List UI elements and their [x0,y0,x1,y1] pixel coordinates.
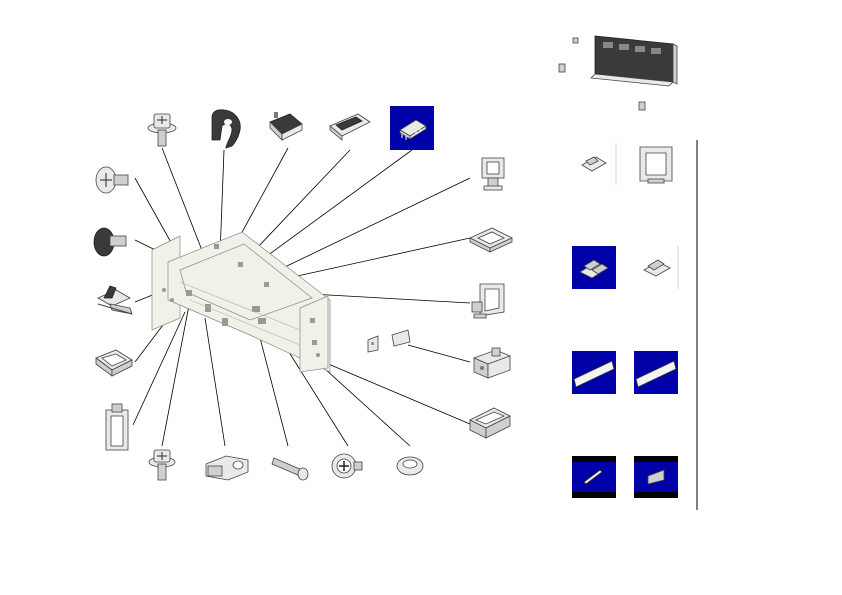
central-assembly[interactable] [151,231,331,373]
palette-frame-holder-icon[interactable] [634,143,678,185]
terminal-strip-icon[interactable] [329,113,371,141]
pan-head-screw-icon[interactable] [95,166,129,194]
palette-label-strip-icon[interactable] [572,351,616,394]
square-clip-icon[interactable] [95,349,133,377]
hex-bolt-icon[interactable] [148,449,176,481]
bracket-frame-icon[interactable] [471,283,505,319]
connector-clip-icon[interactable] [269,112,303,141]
ic-chip-icon[interactable] [390,106,434,150]
spring-clip-icon[interactable] [105,403,129,451]
palette-label-strip-alt-icon[interactable] [634,351,678,394]
cable-lug-icon[interactable] [205,455,249,481]
palette-marker-tag-alt-icon[interactable] [634,456,678,498]
cable-hook-icon[interactable] [211,109,241,149]
cable-holder-icon[interactable] [481,157,505,191]
palette-double-clip-selected-icon[interactable] [572,246,616,289]
flange-bolt-icon[interactable] [147,113,177,147]
loose-bracket[interactable] [367,329,411,353]
cable-tray-frame-icon[interactable] [469,227,513,253]
phillips-screw-icon[interactable] [331,453,363,479]
palette-double-clip-alt-icon[interactable] [634,246,679,289]
washer-icon[interactable] [396,456,424,476]
rivet-icon[interactable] [93,227,127,257]
palette-double-clip-icon[interactable] [572,143,617,185]
clamp-block-icon[interactable] [472,347,512,379]
overview-thumbnail[interactable] [555,26,681,132]
long-bolt-icon[interactable] [271,457,309,481]
palette-marker-tag-icon[interactable] [572,456,616,498]
cable-channel-icon[interactable] [469,407,511,439]
cable-tie-mount-icon[interactable] [97,285,133,315]
